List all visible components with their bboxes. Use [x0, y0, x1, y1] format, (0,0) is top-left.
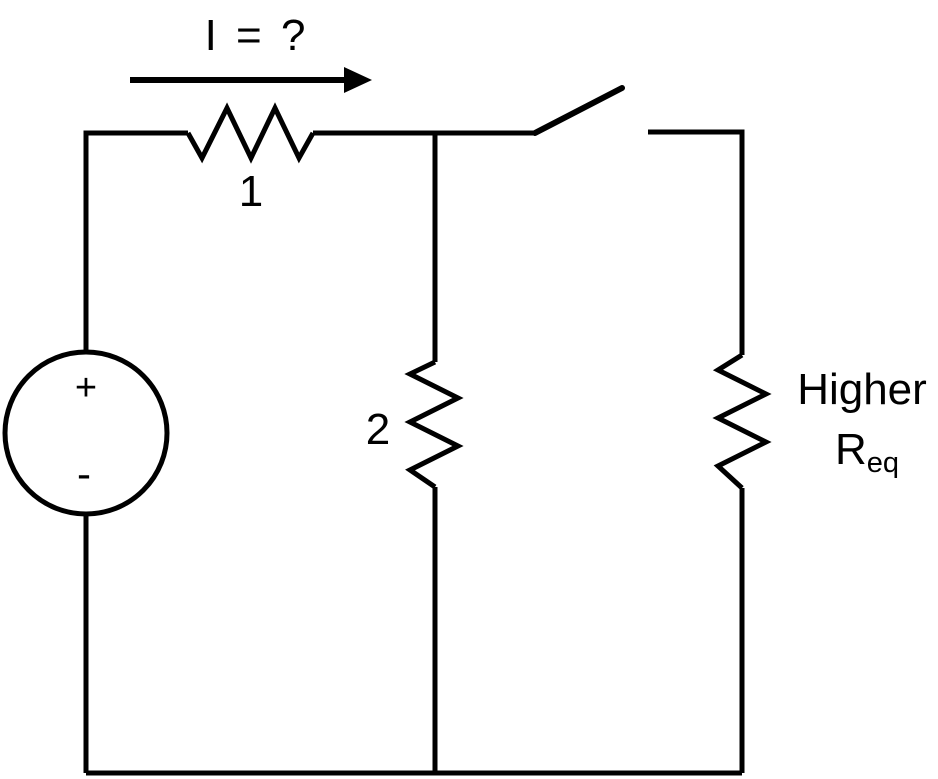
resistor-eq-symbol — [712, 352, 772, 490]
resistor-1-label: 1 — [239, 167, 263, 216]
circuit-lines — [2, 85, 772, 776]
resistor-1-symbol — [185, 102, 316, 164]
resistor-2-symbol — [404, 359, 464, 490]
switch-blade — [532, 85, 625, 136]
higher-req-label-line2: Req — [835, 425, 899, 479]
current-arrow-head — [344, 67, 372, 93]
wire-right-top — [648, 129, 745, 355]
resistor-2-label: 2 — [366, 405, 390, 454]
req-subscript: eq — [867, 447, 899, 479]
voltage-source-circle — [2, 349, 170, 517]
req-symbol: R — [835, 425, 867, 474]
wire-source-to-top — [83, 130, 188, 353]
source-plus-label: + — [75, 367, 97, 409]
source-minus-label: - — [77, 450, 91, 497]
current-arrow — [130, 67, 372, 93]
higher-req-label-line1: Higher — [797, 365, 927, 414]
current-label: I = ? — [205, 11, 306, 60]
